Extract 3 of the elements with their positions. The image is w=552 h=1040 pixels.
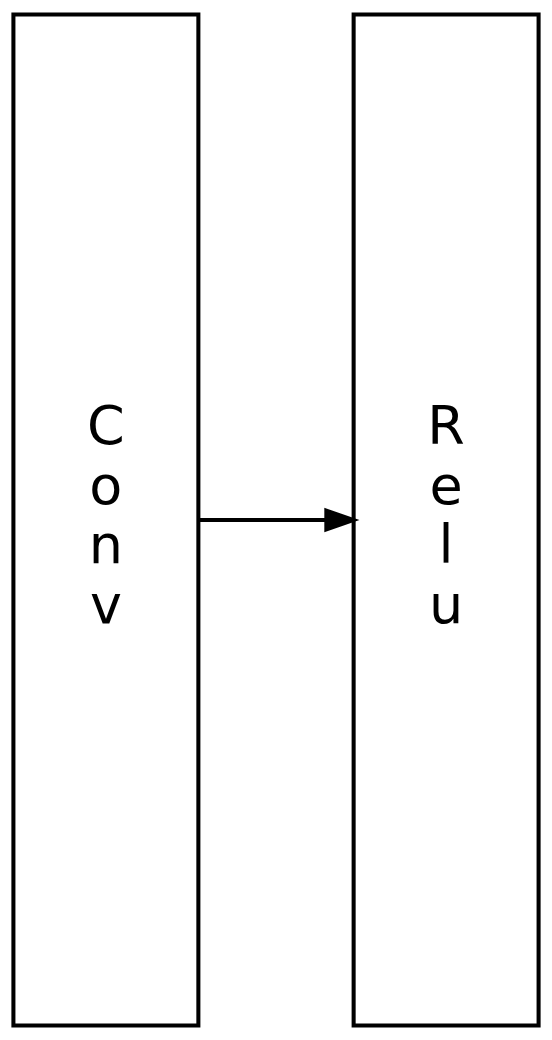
- node-box: Conv: [11, 12, 201, 1028]
- node-box: Relu: [351, 12, 541, 1028]
- arrow: [198, 507, 360, 533]
